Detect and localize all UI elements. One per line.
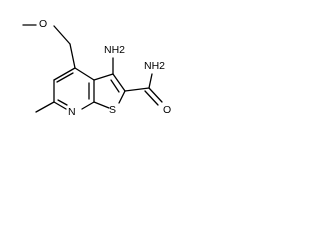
- bond-lines: [22, 24, 163, 113]
- atom-labels: O NH2 NH2 O N S: [39, 18, 171, 118]
- chemical-structure-diagram: O NH2 NH2 O N S: [22, 18, 171, 118]
- bond-s-c7a: [93, 101, 110, 109]
- bond-c6-methyl: [35, 101, 55, 113]
- bond-carbonyl-nh2: [148, 73, 153, 89]
- bond-o-ch2: [53, 25, 71, 45]
- bond-n-c7a: [81, 101, 95, 110]
- methoxy-oxygen-label: O: [39, 18, 47, 30]
- ring-nitrogen-label: N: [68, 106, 76, 118]
- bond-c3-c2: [112, 73, 126, 92]
- bond-c2-s: [118, 90, 126, 104]
- bond-c3a-c3: [93, 73, 114, 81]
- bond-ch2-c4: [69, 43, 76, 69]
- bond-c2-carbonyl: [124, 87, 150, 92]
- amino-group-label: NH2: [104, 44, 125, 56]
- bond-c4-c5: [53, 67, 76, 81]
- bond-c6-n-double: [57, 99, 68, 106]
- bond-c3-c2-double: [110, 79, 120, 93]
- bond-c6-n: [53, 101, 67, 110]
- bond-carbonyl-o-double: [144, 90, 159, 106]
- bond-c4-c5-double: [56, 72, 74, 83]
- bond-carbonyl-o: [148, 87, 163, 103]
- ring-sulfur-label: S: [109, 104, 116, 116]
- amide-nitrogen-label: NH2: [144, 60, 165, 72]
- amide-oxygen-label: O: [163, 104, 171, 116]
- bond-c3a-c4: [74, 67, 95, 81]
